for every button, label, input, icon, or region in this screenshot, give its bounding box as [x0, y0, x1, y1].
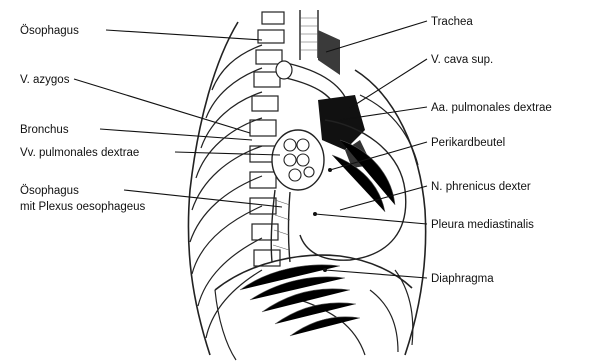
- label-vv-pulmonales-dextrae: Vv. pulmonales dextrae: [20, 147, 139, 159]
- label-oesophagus-plexus-line1: Ösophagus: [20, 185, 79, 197]
- label-bronchus: Bronchus: [20, 124, 69, 136]
- label-n-phrenicus-dexter: N. phrenicus dexter: [431, 181, 531, 193]
- label-v-cava-sup: V. cava sup.: [431, 54, 493, 66]
- label-perikardbeutel: Perikardbeutel: [431, 137, 505, 149]
- diaphragm: [215, 255, 412, 360]
- label-oesophagus-plexus-line2: mit Plexus oesophageus: [20, 201, 146, 213]
- label-aa-pulmonales-dextrae: Aa. pulmonales dextrae: [431, 102, 552, 114]
- label-diaphragma: Diaphragma: [431, 273, 494, 285]
- trachea-structure: [300, 10, 340, 75]
- labels-right: Trachea V. cava sup. Aa. pulmonales dext…: [431, 16, 552, 285]
- label-trachea: Trachea: [431, 16, 473, 28]
- label-oesophagus-top: Ösophagus: [20, 25, 79, 37]
- label-v-azygos: V. azygos: [20, 74, 70, 86]
- hilum-vessels-bronchus: [272, 130, 324, 190]
- labels-left: Ösophagus V. azygos Bronchus Vv. pulmona…: [20, 25, 146, 213]
- label-pleura-mediastinalis: Pleura mediastinalis: [431, 219, 534, 231]
